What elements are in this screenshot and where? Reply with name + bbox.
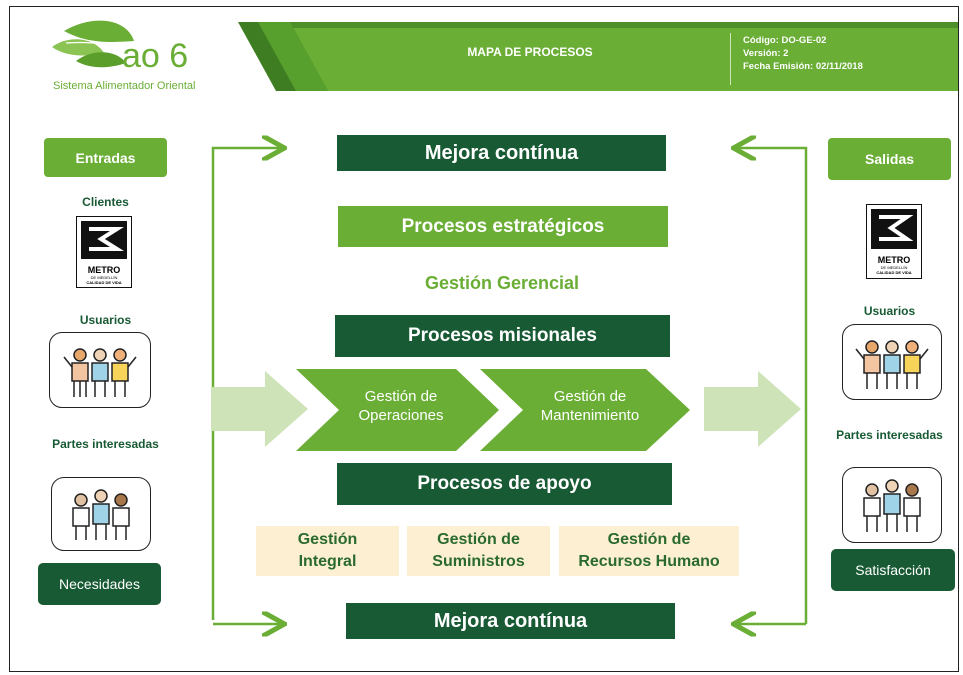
stakeholders-box-left <box>51 477 151 551</box>
stakeholders-box-right <box>842 467 942 543</box>
missional-processes: Procesos misionales <box>335 315 670 357</box>
right-loop-arrow <box>736 148 808 624</box>
header-meta: Código: DO-GE-02 Versión: 2 Fecha Emisió… <box>743 34 863 73</box>
header-diagonal <box>238 22 328 91</box>
improvement-loop <box>211 7 808 672</box>
doc-version: Versión: 2 <box>743 48 789 59</box>
metro-logo-left: METRO DE MEDELLÍN CALIDAD DE VIDA <box>76 216 132 288</box>
process-map: ao 6 Sistema Alimentador Oriental MAPA D… <box>9 6 959 672</box>
output-arrow <box>704 371 801 447</box>
support-item-integral: Gestión Integral <box>256 526 399 576</box>
sao6-logo: ao 6 Sistema Alimentador Oriental <box>52 20 195 92</box>
clients-label: Clientes <box>82 195 129 209</box>
stakeholders-label-left: Partes interesadas <box>52 437 159 451</box>
users-label-left: Usuarios <box>79 313 132 327</box>
support-item-hr: Gestión de Recursos Humano <box>559 526 739 576</box>
doc-code: Código: DO-GE-02 <box>743 35 827 46</box>
strategic-processes: Procesos estratégicos <box>338 206 668 247</box>
users-label-right: Usuarios <box>863 304 916 318</box>
maintenance-label: Gestión de Mantenimiento <box>540 388 640 424</box>
users-box-left <box>49 332 151 408</box>
metro-logo-right: METRO DE MEDELLÍN CALIDAD DE VIDA <box>866 204 922 279</box>
outputs-heading: Salidas <box>828 138 951 180</box>
header-title: MAPA DE PROCESOS <box>467 45 593 59</box>
doc-date: Fecha Emisión: 02/11/2018 <box>743 61 863 72</box>
management-label: Gestión Gerencial <box>424 272 580 293</box>
users-icon <box>63 348 137 397</box>
satisfaction-box: Satisfacción <box>831 549 955 591</box>
needs-box: Necesidades <box>38 563 161 605</box>
users-box-right <box>842 324 942 400</box>
left-loop-arrow <box>211 148 282 620</box>
users-icon <box>855 340 929 389</box>
support-processes: Procesos de apoyo <box>337 463 672 505</box>
stakeholders-icon <box>72 489 130 540</box>
metro-emblem-icon <box>871 209 917 249</box>
stakeholders-icon <box>863 479 921 532</box>
operations-label: Gestión de Operaciones <box>358 388 444 424</box>
inputs-heading: Entradas <box>44 138 167 177</box>
header-band <box>290 28 958 91</box>
logo-subtitle: Sistema Alimentador Oriental <box>53 80 195 92</box>
continuous-improvement-top: Mejora contínua <box>337 135 666 171</box>
support-item-supplies: Gestión de Suministros <box>407 526 550 576</box>
header-separator <box>730 33 731 85</box>
logo-brand: ao 6 <box>122 37 188 75</box>
continuous-improvement-bottom: Mejora contínua <box>346 603 675 639</box>
metro-emblem-icon <box>81 221 127 259</box>
stakeholders-label-right: Partes interesadas <box>836 428 943 442</box>
header-band-accent <box>290 22 958 31</box>
input-arrow <box>211 371 308 447</box>
operations-chevron <box>296 369 499 451</box>
maintenance-chevron <box>480 369 690 451</box>
